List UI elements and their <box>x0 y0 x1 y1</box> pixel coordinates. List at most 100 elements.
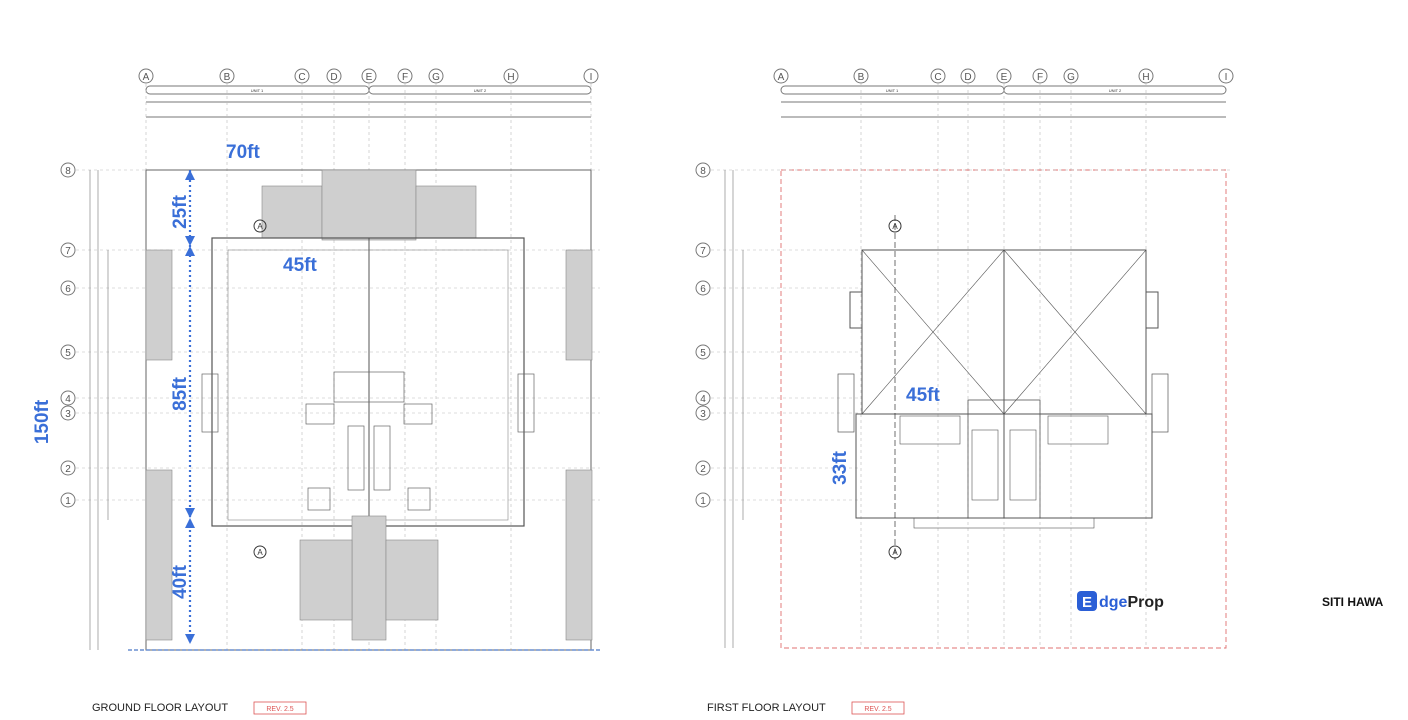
edgeprop-logo: E dgeProp <box>1077 591 1164 611</box>
first-rev-box <box>851 701 905 715</box>
svg-text:I: I <box>590 72 593 83</box>
svg-text:UNIT 1: UNIT 1 <box>251 88 264 93</box>
svg-text:A: A <box>143 72 150 83</box>
ground-rev-label: REV. 2.5 <box>266 706 293 713</box>
row-bubble-4: 4 <box>60 390 76 406</box>
row-bubble-3: 3 <box>695 405 711 421</box>
svg-text:4: 4 <box>700 394 706 405</box>
grid-bubble-C: C <box>930 68 946 84</box>
dim-label-front-setback: 25ft <box>170 194 191 228</box>
row-bubble-8: 8 <box>695 162 711 178</box>
svg-text:4: 4 <box>65 394 71 405</box>
dim-label-first-width: 45ft <box>906 385 940 406</box>
grid-bubble-A: A <box>773 68 789 84</box>
first-row-bubbles: 8 7 6 5 4 3 2 1 <box>695 162 711 508</box>
ground-floor-plan: A B C D E F G H I UNIT 1 UNIT 2 <box>32 68 600 715</box>
ground-column-bubbles: A B C D E F G H I <box>138 68 599 84</box>
svg-text:G: G <box>1067 72 1075 83</box>
row-bubble-1: 1 <box>695 492 711 508</box>
ground-row-bubbles: 8 7 6 5 4 3 2 1 <box>60 162 76 508</box>
svg-text:H: H <box>1142 72 1149 83</box>
svg-text:6: 6 <box>65 284 71 295</box>
row-bubble-5: 5 <box>695 344 711 360</box>
grid-bubble-H: H <box>503 68 519 84</box>
first-left-dimension-lines <box>724 170 744 648</box>
ground-building-inner <box>227 249 509 521</box>
first-floor-title: FIRST FLOOR LAYOUT <box>707 702 826 714</box>
svg-text:E: E <box>366 72 373 83</box>
ground-parking-strips <box>145 249 593 641</box>
first-unit-brackets: UNIT 1 UNIT 2 <box>780 85 1227 118</box>
svg-text:F: F <box>1037 72 1043 83</box>
ground-section-markers: A A <box>253 219 267 559</box>
svg-text:7: 7 <box>700 246 706 257</box>
svg-text:6: 6 <box>700 284 706 295</box>
row-bubble-6: 6 <box>695 280 711 296</box>
svg-text:UNIT 2: UNIT 2 <box>1109 88 1122 93</box>
grid-bubble-E: E <box>361 68 377 84</box>
row-bubble-5: 5 <box>60 344 76 360</box>
first-floor-plan: A B C D E F G H I UNIT 1 UNIT 2 8 <box>695 68 1234 715</box>
svg-text:UNIT 2: UNIT 2 <box>474 88 487 93</box>
svg-text:3: 3 <box>700 409 706 420</box>
grid-bubble-I: I <box>1218 68 1234 84</box>
svg-text:1: 1 <box>700 496 706 507</box>
svg-text:2: 2 <box>65 464 71 475</box>
svg-text:5: 5 <box>700 348 706 359</box>
svg-text:UNIT 1: UNIT 1 <box>886 88 899 93</box>
svg-text:7: 7 <box>65 246 71 257</box>
svg-text:8: 8 <box>65 166 71 177</box>
ground-floor-title: GROUND FLOOR LAYOUT <box>92 702 228 714</box>
svg-text:5: 5 <box>65 348 71 359</box>
dim-label-building-width: 45ft <box>283 255 317 276</box>
ground-left-dimension-lines <box>89 170 109 650</box>
svg-text:2: 2 <box>700 464 706 475</box>
ground-front-driveways <box>261 169 477 241</box>
first-floor-rooms <box>837 373 1169 529</box>
ground-unit-brackets: UNIT 1 UNIT 2 <box>145 85 592 118</box>
grid-bubble-B: B <box>219 68 235 84</box>
svg-text:C: C <box>298 72 305 83</box>
agent-name: SITI HAWA <box>1322 595 1384 609</box>
grid-bubble-G: G <box>1063 68 1079 84</box>
svg-text:A: A <box>892 548 898 557</box>
grid-bubble-A: A <box>138 68 154 84</box>
svg-text:A: A <box>892 222 898 231</box>
first-section-markers: A A <box>888 215 902 560</box>
svg-text:D: D <box>330 72 337 83</box>
svg-text:1: 1 <box>65 496 71 507</box>
svg-text:B: B <box>858 72 865 83</box>
dim-label-building-depth: 85ft <box>170 376 191 410</box>
svg-text:A: A <box>257 548 263 557</box>
svg-text:H: H <box>507 72 514 83</box>
svg-text:C: C <box>934 72 941 83</box>
row-bubble-8: 8 <box>60 162 76 178</box>
svg-text:A: A <box>778 72 785 83</box>
grid-bubble-F: F <box>397 68 413 84</box>
grid-bubble-F: F <box>1032 68 1048 84</box>
edgeprop-logo-mark <box>1077 591 1097 611</box>
first-site-boundary <box>780 169 1227 649</box>
ground-rev-box <box>253 701 307 715</box>
row-bubble-1: 1 <box>60 492 76 508</box>
dim-label-frontage: 70ft <box>226 142 260 163</box>
grid-bubble-I: I <box>583 68 599 84</box>
grid-bubble-H: H <box>1138 68 1154 84</box>
edgeprop-logo-text: dgeProp <box>1099 594 1164 611</box>
grid-bubble-D: D <box>960 68 976 84</box>
row-bubble-3: 3 <box>60 405 76 421</box>
dim-label-rear-setback: 40ft <box>170 564 191 598</box>
grid-bubble-D: D <box>326 68 342 84</box>
first-row-lines <box>711 169 1230 501</box>
svg-text:F: F <box>402 72 408 83</box>
row-bubble-7: 7 <box>60 242 76 258</box>
row-bubble-2: 2 <box>695 460 711 476</box>
row-bubble-4: 4 <box>695 390 711 406</box>
dim-label-first-depth: 33ft <box>830 450 851 484</box>
grid-bubble-E: E <box>996 68 1012 84</box>
row-bubble-6: 6 <box>60 280 76 296</box>
ground-building-footprint <box>211 237 525 527</box>
svg-text:D: D <box>964 72 971 83</box>
svg-text:I: I <box>1225 72 1228 83</box>
